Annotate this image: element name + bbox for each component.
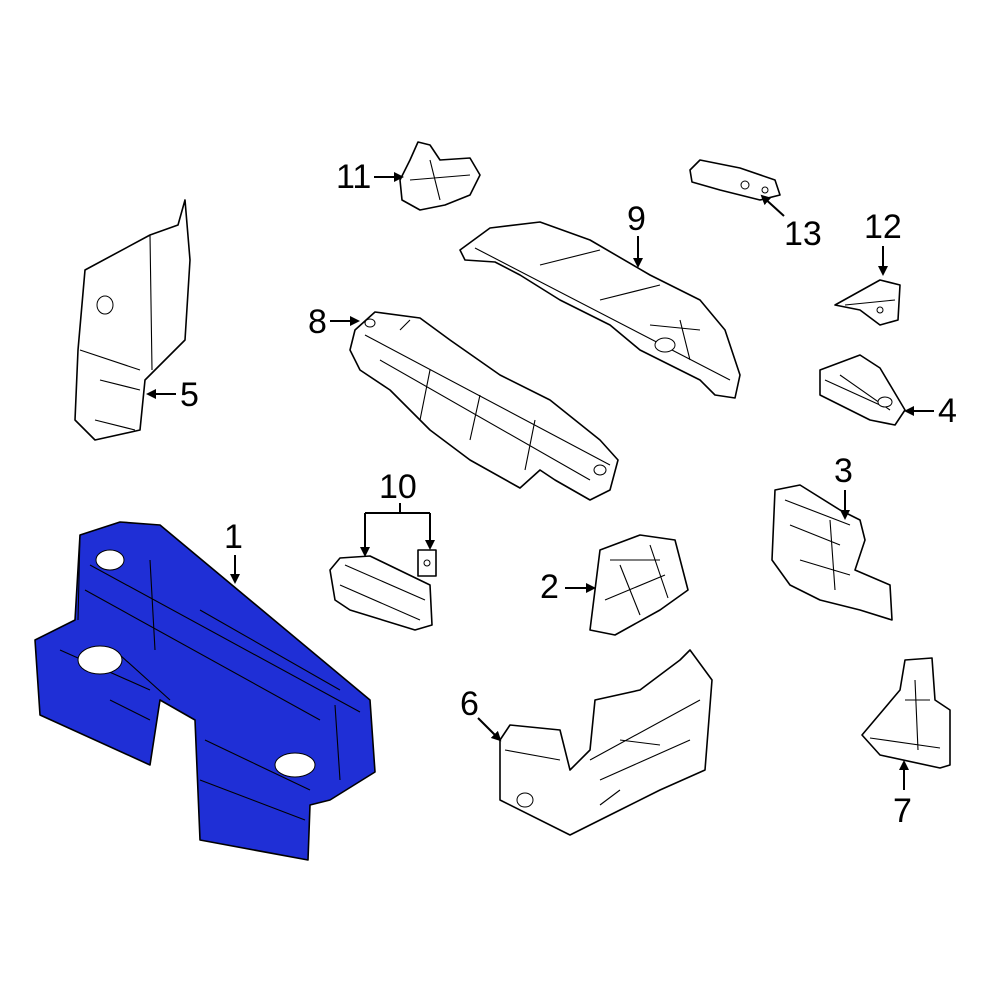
callout-9: 9 xyxy=(627,200,646,268)
callout-5: 5 xyxy=(146,376,199,414)
callout-4-label: 4 xyxy=(938,392,957,430)
callout-13-label: 13 xyxy=(784,215,822,253)
callout-10-label: 10 xyxy=(379,468,417,506)
part-8-crossmember[interactable] xyxy=(349,311,619,501)
part-3-bracket[interactable] xyxy=(771,484,893,621)
callout-11: 11 xyxy=(336,158,404,196)
callout-2-label: 2 xyxy=(540,568,559,606)
part-7-shield[interactable] xyxy=(861,657,951,769)
callout-1-label: 1 xyxy=(224,518,243,556)
part-1-panel[interactable] xyxy=(34,521,376,861)
part-2-bracket[interactable] xyxy=(589,534,689,636)
callout-2: 2 xyxy=(540,568,596,606)
part-12-bracket[interactable] xyxy=(834,279,901,326)
part-4-mount[interactable] xyxy=(819,354,906,426)
callout-3: 3 xyxy=(834,452,853,520)
callout-12: 12 xyxy=(864,208,902,276)
part-9-crossmember[interactable] xyxy=(459,221,741,399)
callout-10: 10 xyxy=(360,468,435,557)
callout-6: 6 xyxy=(460,685,502,742)
callout-1: 1 xyxy=(224,518,243,584)
part-6-shield[interactable] xyxy=(499,649,713,836)
part-5-side-panel[interactable] xyxy=(74,199,191,441)
part-11-bracket[interactable] xyxy=(399,141,481,211)
part-13-bracket[interactable] xyxy=(689,159,781,201)
callout-11-label: 11 xyxy=(336,158,371,196)
callout-5-label: 5 xyxy=(180,376,199,414)
callout-3-label: 3 xyxy=(834,452,853,490)
callout-7: 7 xyxy=(893,760,912,830)
callout-12-label: 12 xyxy=(864,208,902,246)
callout-9-label: 9 xyxy=(627,200,646,238)
callout-13: 13 xyxy=(760,194,822,253)
callout-8: 8 xyxy=(308,303,360,341)
callout-4: 4 xyxy=(904,392,957,430)
part-10-bracket-set[interactable] xyxy=(329,549,437,631)
callout-7-label: 7 xyxy=(893,792,912,830)
callout-6-label: 6 xyxy=(460,685,479,723)
callout-8-label: 8 xyxy=(308,303,327,341)
